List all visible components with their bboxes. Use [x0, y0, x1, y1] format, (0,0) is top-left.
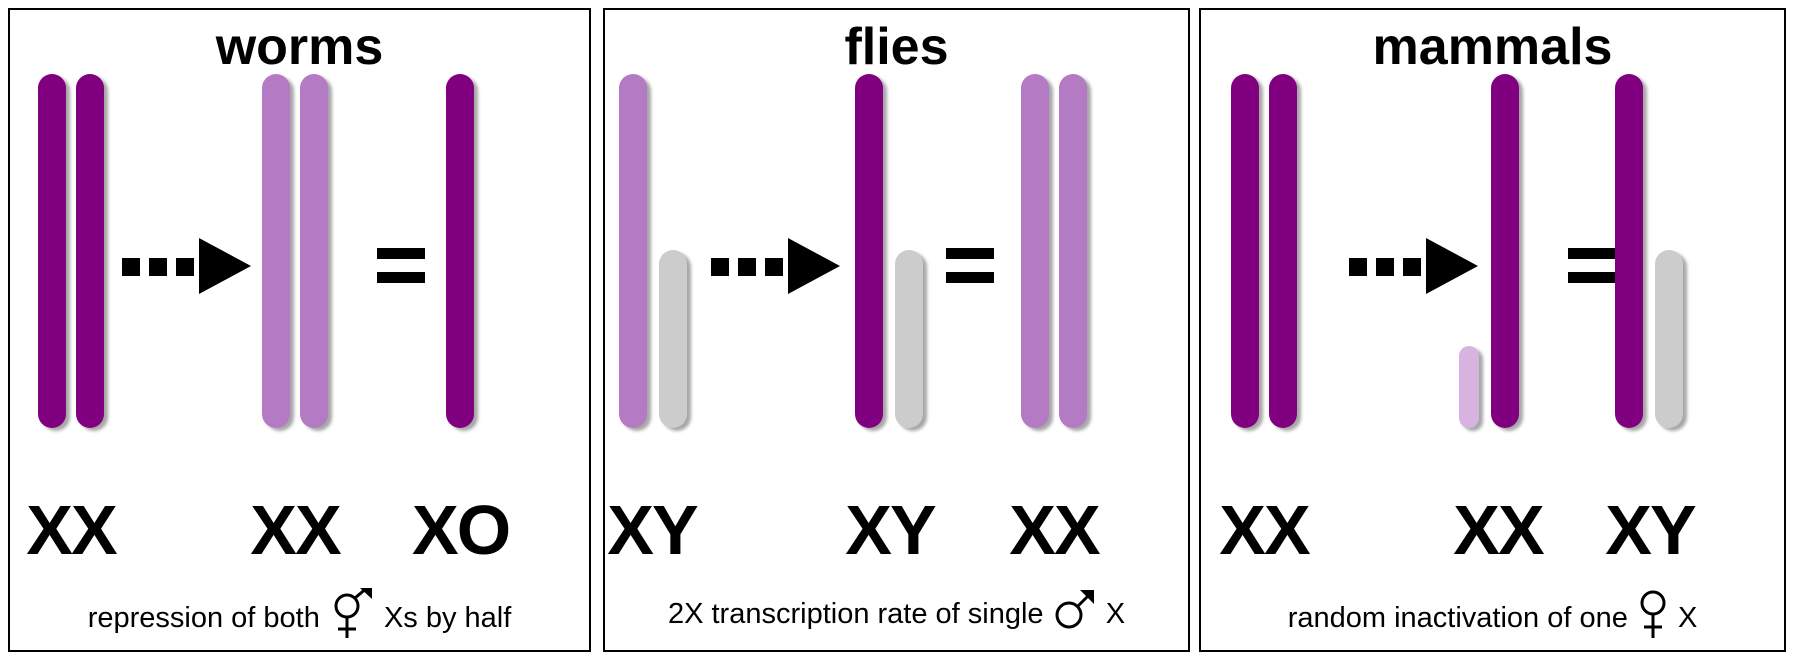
x-chromosome-repressed: [619, 74, 647, 428]
arrow-dot: [1376, 258, 1394, 276]
caption-text-before: repression of both: [87, 602, 320, 635]
arrow-dot: [1403, 258, 1421, 276]
x-chromosome-active: [855, 74, 883, 428]
y-chromosome: [895, 250, 923, 428]
x-chromosome-active: [1269, 74, 1297, 428]
karyotype-label: XX: [1453, 491, 1544, 569]
karyotype-label: XX: [26, 491, 117, 569]
arrow-dot: [1349, 258, 1367, 276]
panel-flies: flies XY XY XX 2X transcription rate of …: [603, 8, 1190, 652]
arrow-dot: [765, 258, 783, 276]
x-chromosome-active: [38, 74, 66, 428]
male-icon: [1054, 588, 1096, 643]
karyotype-label: XY: [1605, 491, 1696, 569]
caption-text-after: X: [1677, 602, 1698, 635]
arrowhead-icon: [199, 238, 251, 294]
panel-caption: repression of both Xs by half: [10, 585, 589, 650]
panel-title: mammals: [1372, 18, 1613, 76]
arrow-dot: [711, 258, 729, 276]
x-chromosome-repressed: [300, 74, 328, 428]
x-chromosome-active: [76, 74, 104, 428]
panel-title: worms: [215, 18, 384, 76]
arrowhead-icon: [788, 238, 840, 294]
x-chromosome-repressed: [1021, 74, 1049, 428]
x-chromosome-active: [1231, 74, 1259, 428]
karyotype-label: XX: [1009, 491, 1100, 569]
female-icon: [1638, 588, 1668, 650]
caption-text-after: X: [1105, 598, 1126, 631]
caption-text-before: random inactivation of one: [1287, 602, 1628, 635]
panel-worms: worms XX XX XO repression of both Xs by …: [8, 8, 591, 652]
karyotype-label: XX: [250, 491, 341, 569]
arrow-dot: [176, 258, 194, 276]
y-chromosome: [1655, 250, 1683, 428]
x-chromosome-inactive-barr-body: [1459, 346, 1479, 428]
karyotype-label: XY: [845, 491, 936, 569]
panel-mammals: mammals XX XX XY random inactivation of …: [1199, 8, 1786, 652]
arrowhead-icon: [1426, 238, 1478, 294]
arrow-dot: [122, 258, 140, 276]
hermaphrodite-icon: [330, 585, 374, 650]
x-chromosome-active: [1615, 74, 1643, 428]
caption-text-before: 2X transcription rate of single: [667, 598, 1044, 631]
x-chromosome-repressed: [262, 74, 290, 428]
y-chromosome: [659, 250, 687, 428]
caption-text-after: Xs by half: [383, 602, 512, 635]
x-chromosome-active: [1491, 74, 1519, 428]
x-chromosome-repressed: [1059, 74, 1087, 428]
karyotype-label: XY: [607, 491, 698, 569]
panel-caption: random inactivation of one X: [1201, 588, 1784, 650]
karyotype-label: XO: [412, 491, 511, 569]
arrow-dot: [149, 258, 167, 276]
karyotype-label: XX: [1219, 491, 1310, 569]
x-chromosome-active: [446, 74, 474, 428]
panel-caption: 2X transcription rate of single X: [605, 588, 1188, 643]
panel-title: flies: [844, 18, 949, 76]
arrow-dot: [738, 258, 756, 276]
